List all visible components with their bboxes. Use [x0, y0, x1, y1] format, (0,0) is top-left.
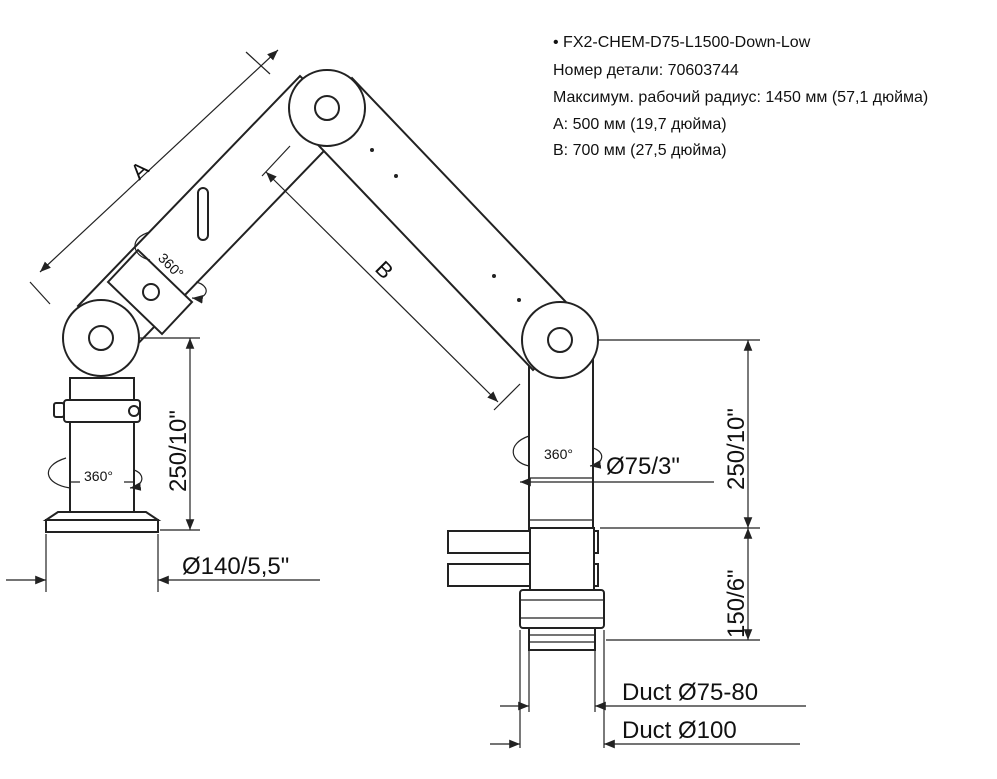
duct-large-label: Duct Ø100 [622, 717, 737, 744]
base-flange-top [42, 511, 162, 521]
right-height-label: 250/10" [723, 408, 750, 490]
dimension-base-diameter: Ø140/5,5" [6, 534, 320, 592]
duct-spigot-upper [519, 589, 605, 629]
dimension-left-height: 250/10" [140, 337, 200, 531]
spec-model: • FX2-CHEM-D75-L1500-Down-Low [553, 34, 811, 51]
dimension-a-line [39, 49, 279, 273]
base-joint-hub [88, 325, 114, 351]
joints [62, 69, 599, 379]
rotation-label-left-column: 360° [84, 468, 113, 484]
spec-a-length: A: 500 мм (19,7 дюйма) [553, 116, 727, 133]
dimension-ducts: Duct Ø75-80 Duct Ø100 [490, 630, 806, 749]
left-column [69, 377, 135, 513]
left-clamp-knob [53, 402, 65, 418]
right-base-assembly [447, 359, 605, 651]
arm-handle [197, 187, 209, 241]
dimension-tube-diameter: Ø75/3" [520, 453, 714, 487]
bracket-core [529, 527, 595, 591]
spec-b-length: B: 700 мм (27,5 дюйма) [553, 142, 727, 159]
rotation-label-right-column: 360° [544, 446, 573, 462]
tube-diameter-label: Ø75/3" [606, 453, 680, 480]
duct-spigot-lower [528, 627, 596, 651]
dimension-a-label: A [126, 156, 154, 185]
lower-height-label: 150/6" [723, 569, 750, 638]
base-diameter-label: Ø140/5,5" [182, 553, 289, 580]
duct-joint-hub [547, 327, 573, 353]
spec-part-number: Номер детали: 70603744 [553, 62, 739, 79]
left-base-assembly [42, 377, 162, 533]
duct-small-label: Duct Ø75-80 [622, 679, 758, 706]
left-height-label: 250/10" [165, 410, 192, 492]
rotation-arc-left-column [47, 457, 143, 488]
dimension-b-line [265, 171, 499, 403]
dimension-right-heights: 250/10" 150/6" [598, 339, 760, 641]
arm-a-collar-knob [142, 283, 160, 301]
elbow-joint-hub [314, 95, 340, 121]
spec-max-radius: Максимум. рабочий радиус: 1450 мм (57,1 … [553, 89, 929, 106]
base-flange [45, 519, 159, 533]
rotation-arc-right-column [512, 435, 603, 466]
left-clamp-bolt [128, 405, 140, 417]
